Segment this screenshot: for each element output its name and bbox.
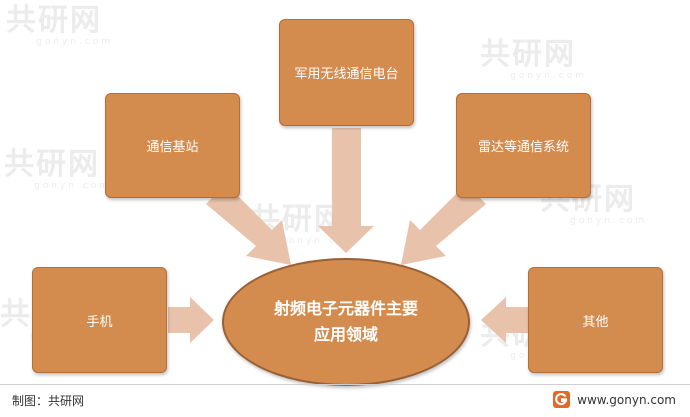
watermark: 共研网 gonyn.com xyxy=(4,150,111,191)
footer: 制图：共研网 www.gonyn.com xyxy=(0,384,690,417)
node-label: 其他 xyxy=(582,314,609,330)
node-label: 手机 xyxy=(86,314,113,330)
node-military-radio: 军用无线通信电台 xyxy=(279,19,414,126)
watermark-text: 共研网 xyxy=(4,147,100,182)
arrow-left-upper xyxy=(206,184,291,265)
watermark-text: 共研网 xyxy=(6,3,102,38)
watermark-text: 共研网 xyxy=(480,37,576,72)
watermark-url: gonyn.com xyxy=(280,236,358,246)
watermark: 共研网 gonyn.com xyxy=(480,40,587,81)
arrow-right-upper xyxy=(401,184,486,265)
node-other: 其他 xyxy=(528,267,663,373)
node-label: 军用无线通信电台 xyxy=(294,67,399,82)
center-node: 射频电子元器件主要应用领域 xyxy=(222,258,470,386)
center-label: 射频电子元器件主要应用领域 xyxy=(273,299,418,344)
node-radar-system: 雷达等通信系统 xyxy=(456,93,591,198)
watermark-url: gonyn.com xyxy=(570,216,648,226)
node-label: 雷达等通信系统 xyxy=(477,140,569,155)
node-label: 通信基站 xyxy=(146,140,199,155)
watermark-url: gonyn.com xyxy=(36,37,114,47)
arrow-top xyxy=(318,128,374,253)
node-mobile-phone: 手机 xyxy=(32,267,167,373)
watermark-url: gonyn.com xyxy=(34,181,112,191)
arrow-left-lower xyxy=(168,297,214,343)
watermark-url: gonyn.com xyxy=(510,71,588,81)
gonyn-logo-icon xyxy=(553,391,571,408)
website-credit: www.gonyn.com xyxy=(553,391,676,408)
arrow-right-lower xyxy=(481,297,528,343)
website-url: www.gonyn.com xyxy=(577,392,676,407)
node-base-station: 通信基站 xyxy=(105,93,240,198)
watermark: 共研网 gonyn.com xyxy=(6,6,113,47)
source-credit: 制图：共研网 xyxy=(12,394,85,408)
